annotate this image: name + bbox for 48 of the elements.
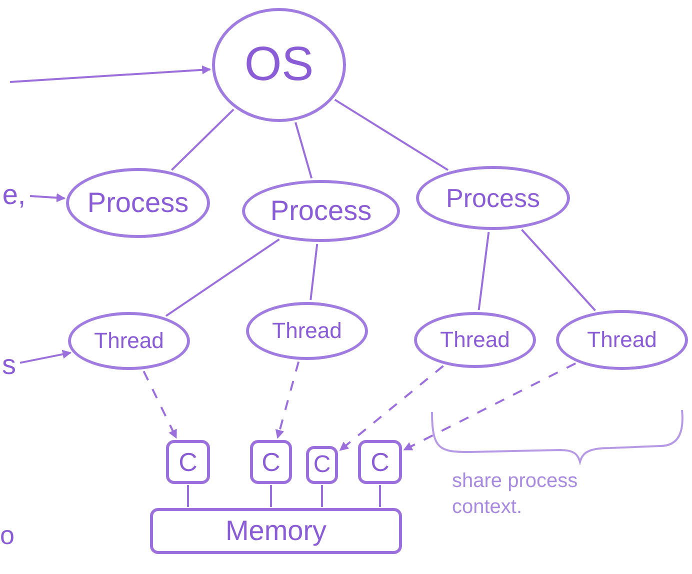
connector-line — [170, 108, 234, 171]
connector-line — [478, 232, 490, 310]
connector-line — [270, 485, 272, 507]
connector-line — [334, 98, 449, 171]
node-label: C — [262, 449, 280, 475]
annotation-text: share process context. — [452, 469, 579, 520]
connector-line — [521, 229, 596, 312]
node-label: Thread — [440, 329, 510, 351]
cut-off-text: e, — [2, 181, 26, 209]
thread-oval — [414, 312, 536, 368]
arrow — [10, 65, 212, 83]
node-label: C — [370, 449, 390, 475]
arrow — [142, 370, 178, 439]
node-label: OS — [244, 41, 314, 89]
connector-line — [379, 485, 381, 507]
thread-oval — [556, 310, 688, 370]
node-label: Thread — [587, 329, 657, 351]
connector-line — [310, 244, 318, 300]
core-box — [358, 440, 402, 484]
memory-box — [150, 508, 402, 554]
arrow — [275, 361, 300, 439]
arrow — [403, 362, 576, 451]
core-box — [166, 440, 210, 484]
arrow — [339, 365, 444, 452]
connector-line — [165, 238, 280, 317]
node-label: Process — [270, 197, 372, 225]
node-label: Memory — [225, 517, 327, 545]
core-box — [306, 446, 338, 484]
process-oval — [66, 168, 210, 238]
cut-off-text: o — [0, 522, 14, 548]
thread-oval — [246, 302, 368, 360]
os-circle — [212, 8, 346, 122]
node-label: C — [313, 453, 331, 477]
process-oval — [242, 180, 400, 242]
connector-line — [321, 485, 323, 507]
arrow — [30, 193, 66, 202]
arrow — [20, 350, 72, 364]
cut-off-text: s — [2, 351, 16, 379]
core-box — [250, 440, 292, 484]
node-label: Process — [446, 185, 540, 211]
node-label: Thread — [94, 330, 164, 352]
node-label: Process — [87, 189, 189, 217]
connector-line — [294, 122, 313, 178]
node-label: C — [178, 449, 198, 475]
node-label: Thread — [272, 320, 342, 342]
process-oval — [416, 166, 570, 230]
thread-oval — [68, 312, 190, 370]
connector-line — [187, 485, 189, 507]
